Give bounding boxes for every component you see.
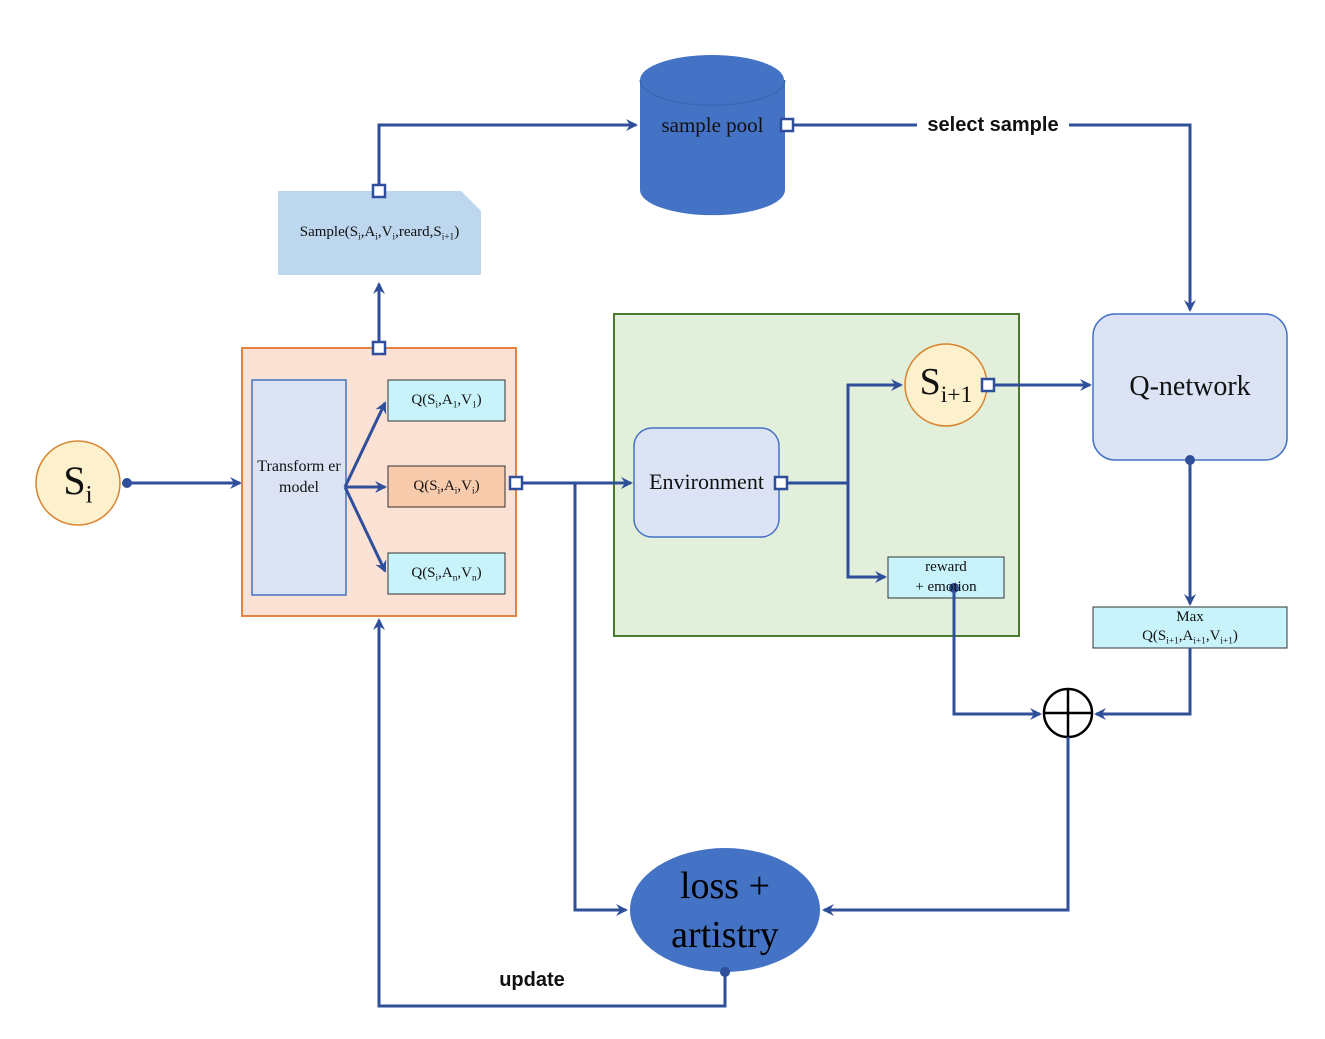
qi-box[interactable]: [387, 465, 506, 508]
state-next-label: Si+1: [919, 361, 973, 409]
sample-pool-label: sample pool: [661, 113, 764, 137]
state-i-circle[interactable]: [35, 440, 121, 526]
arrow-max-to-plus: [1094, 648, 1192, 720]
q1-label: Q(Si,A1,V1): [411, 392, 482, 411]
environment-label: Environment: [649, 469, 764, 494]
dot-reward: [949, 583, 959, 593]
dot-state-i: [122, 478, 132, 488]
q-network-label: Q-network: [1129, 371, 1251, 402]
max-q-line2: Q(Si+1,Ai+1,Vi+1): [1142, 628, 1238, 647]
loss-line1: loss +: [679, 865, 771, 907]
plus-symbol-text: ⊕: [1053, 696, 1083, 730]
port-sample-top: [371, 183, 387, 199]
select-sample-label: select sample: [917, 113, 1069, 137]
dot-loss: [720, 967, 730, 977]
update-label: update: [499, 969, 565, 991]
port-transformer-top: [371, 340, 387, 356]
reward-emotion-line2: + emotion: [915, 579, 977, 595]
reward-emotion-line1: reward: [925, 559, 967, 575]
arrow-select-to-qnetwork: [1069, 123, 1196, 312]
qn-box[interactable]: [387, 552, 506, 595]
port-pool-right: [779, 117, 795, 133]
arrow-plus-to-loss: [822, 737, 1070, 916]
arrow-env-to-next-state: [846, 379, 903, 483]
sample-label: Sample(Si,Ai,Vi,reard,Si+1): [299, 224, 460, 243]
reward-emotion-box[interactable]: [887, 556, 1005, 599]
arrow-to-q1: [343, 401, 387, 488]
arrow-sample-to-pool: [377, 119, 638, 185]
sample-pool-cylinder[interactable]: [639, 55, 786, 216]
dot-qnetwork: [1185, 455, 1195, 465]
port-environment-right: [773, 475, 789, 491]
arrow-env-to-reward: [846, 483, 887, 583]
qn-label: Q(Si,An,Vn): [411, 565, 482, 584]
max-q-line1: Max: [1176, 609, 1204, 625]
plus-symbol-icon: [1042, 687, 1094, 739]
loss-line2: artistry: [671, 914, 779, 956]
transformer-model-box[interactable]: [251, 379, 347, 596]
qi-label: Q(Si,Ai,Vi): [413, 478, 480, 497]
max-q-box[interactable]: [1092, 606, 1288, 649]
q1-box[interactable]: [387, 379, 506, 422]
arrow-reward-to-plus: [952, 588, 1042, 720]
arrow-to-qn: [343, 486, 387, 573]
state-i-label: Si: [63, 458, 93, 509]
arrow-q-to-loss: [573, 483, 628, 916]
arrow-loss-update: [373, 618, 727, 1008]
port-next-state-right: [980, 377, 996, 393]
sample-note-shape: [278, 191, 481, 275]
transformer-label: Transform er model: [257, 458, 341, 496]
loss-ellipse[interactable]: [630, 848, 820, 972]
port-qi-right: [508, 475, 524, 491]
